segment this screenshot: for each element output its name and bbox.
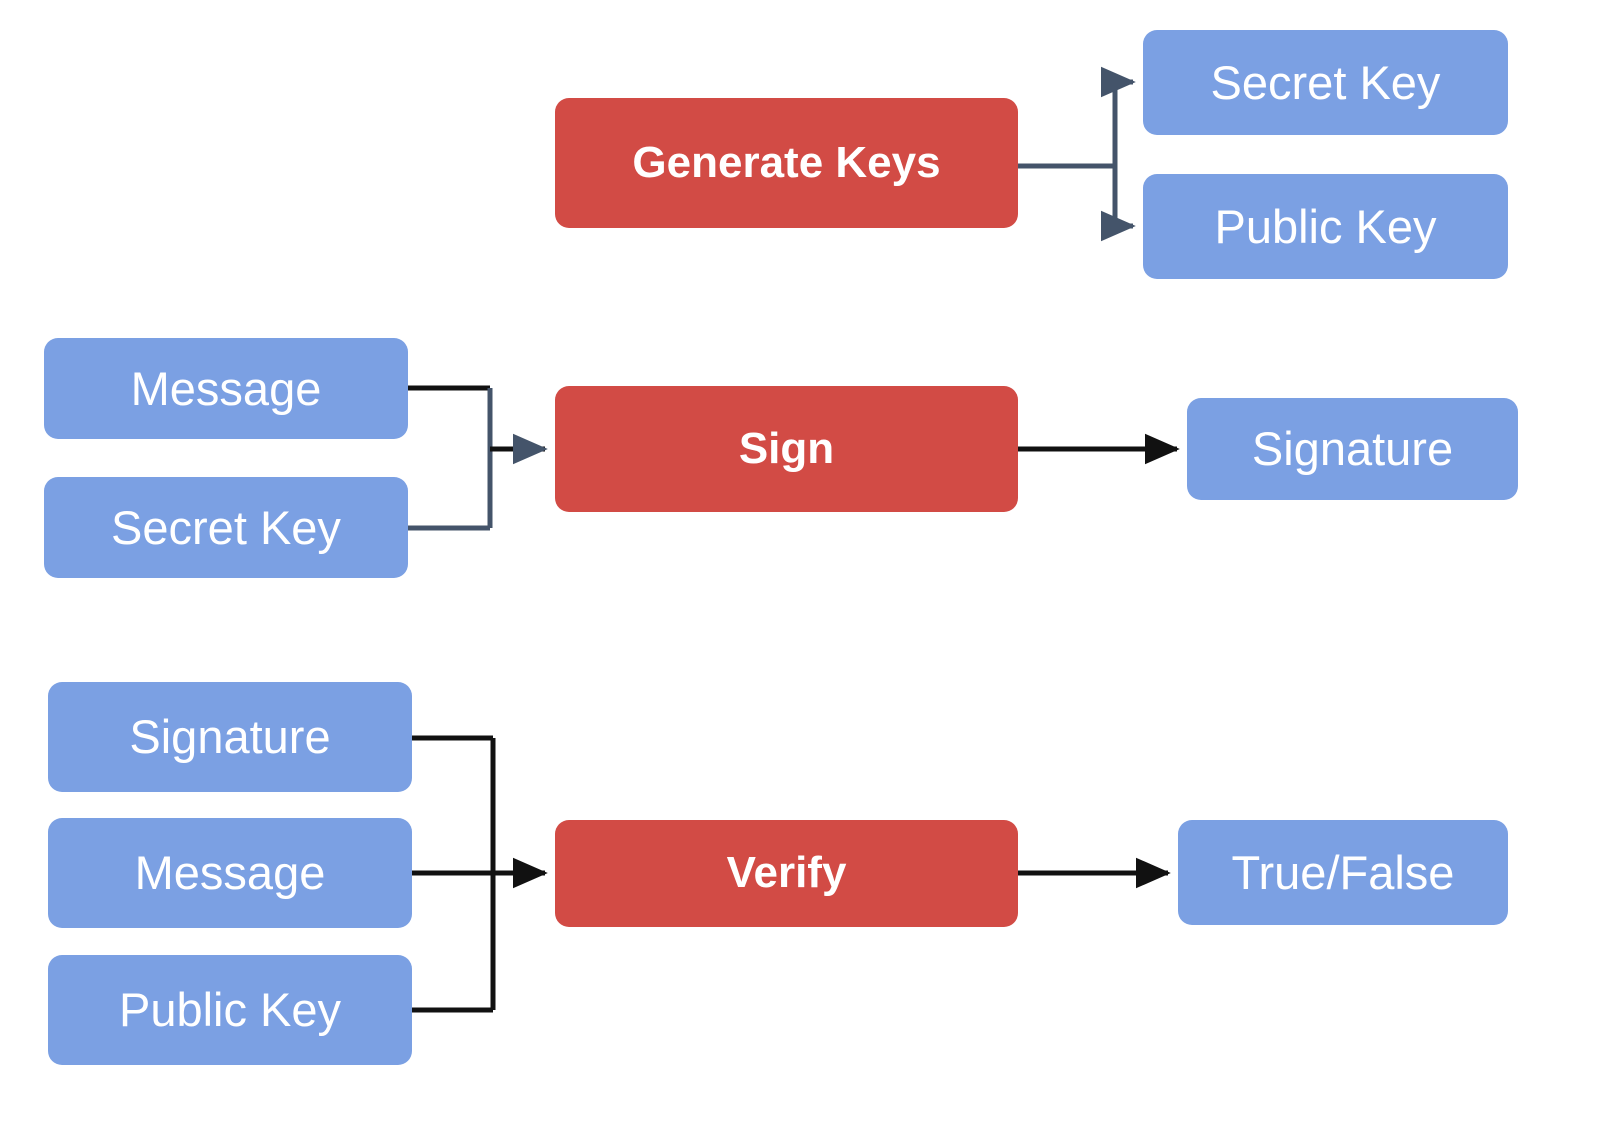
node-secret-key-output[interactable]: Secret Key <box>1143 30 1508 135</box>
node-public-key-output-label: Public Key <box>1214 199 1437 253</box>
node-verify-input-signature[interactable]: Signature <box>48 682 412 792</box>
edge-sign-inputs <box>408 385 548 531</box>
node-verify-output-true-false-label: True/False <box>1231 845 1455 899</box>
node-sign-input-message[interactable]: Message <box>44 338 408 439</box>
node-verify-label: Verify <box>726 848 847 898</box>
edge-verify-inputs <box>412 735 548 1013</box>
edge-generate-keys-split <box>1018 66 1136 242</box>
node-public-key-output[interactable]: Public Key <box>1143 174 1508 279</box>
node-sign-label: Sign <box>738 423 835 473</box>
node-verify-input-message-label: Message <box>134 846 326 900</box>
node-sign[interactable]: Sign <box>555 386 1018 512</box>
node-sign-input-message-label: Message <box>130 361 322 415</box>
node-verify-input-signature-label: Signature <box>129 710 331 764</box>
node-secret-key-output-label: Secret Key <box>1210 55 1441 109</box>
node-verify-input-public-key-label: Public Key <box>118 983 342 1037</box>
node-generate-keys[interactable]: Generate Keys <box>555 98 1018 228</box>
node-sign-output-signature[interactable]: Signature <box>1187 398 1518 500</box>
node-sign-output-signature-label: Signature <box>1251 422 1454 476</box>
node-verify-input-message[interactable]: Message <box>48 818 412 928</box>
node-generate-keys-label: Generate Keys <box>632 137 941 187</box>
node-verify-output-true-false[interactable]: True/False <box>1178 820 1508 925</box>
node-verify[interactable]: Verify <box>555 820 1018 927</box>
node-sign-input-secret-key-label: Secret Key <box>111 500 341 554</box>
node-sign-input-secret-key[interactable]: Secret Key <box>44 477 408 578</box>
node-verify-input-public-key[interactable]: Public Key <box>48 955 412 1065</box>
